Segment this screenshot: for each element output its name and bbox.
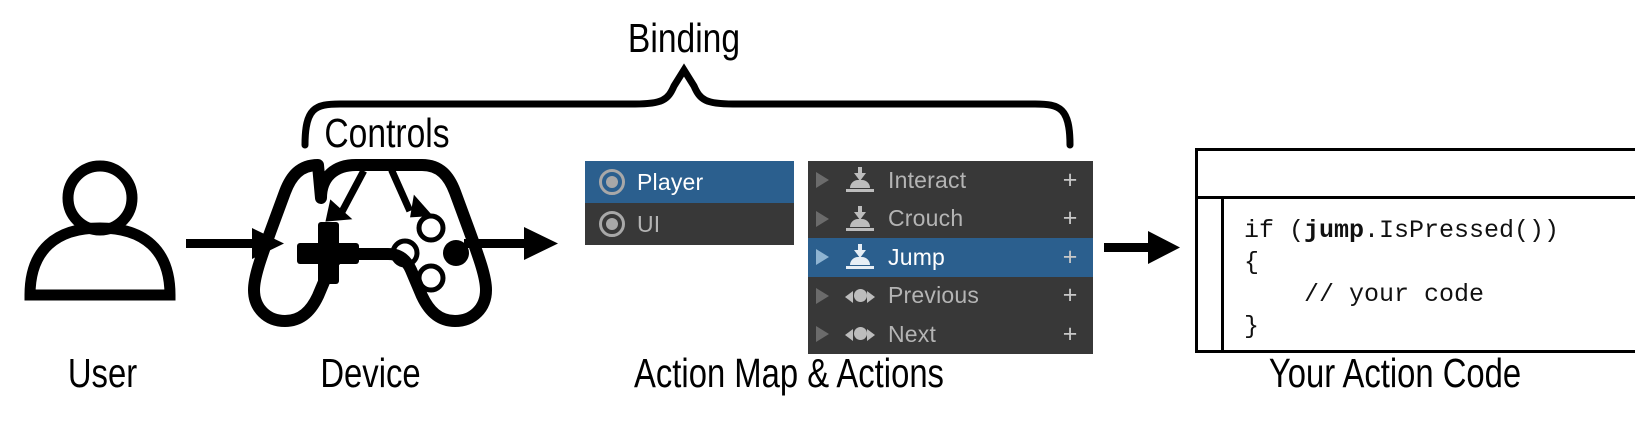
caption-action-map-actions: Action Map & Actions [634, 350, 944, 396]
add-binding-button[interactable]: + [1062, 319, 1078, 348]
action-row-next[interactable]: Next + [808, 315, 1093, 354]
controls-label: Controls [324, 110, 450, 156]
actions-panel: Interact + Crouch + Jump + Previous + Ne… [808, 161, 1093, 354]
code-gutter [1198, 199, 1224, 350]
code-window: if (jump.IsPressed()) { // your code } [1195, 148, 1635, 353]
action-map-label: UI [637, 210, 661, 237]
arrow-device-to-actionmap [464, 227, 558, 260]
controls-leader-arrows [325, 168, 433, 222]
caption-user: User [67, 350, 138, 396]
caption-device: Device [320, 350, 421, 396]
add-binding-button[interactable]: + [1062, 281, 1078, 310]
chevron-right-icon[interactable] [816, 210, 829, 227]
chevron-right-icon[interactable] [816, 326, 829, 343]
gamepad-icon [248, 159, 492, 327]
action-row-crouch[interactable]: Crouch + [808, 200, 1093, 239]
binding-brace [301, 63, 1074, 149]
action-row-interact[interactable]: Interact + [808, 161, 1093, 200]
button-action-icon [845, 244, 875, 270]
action-label: Jump [888, 243, 946, 270]
gamepad-dpad-icon [297, 222, 359, 284]
action-map-icon [599, 169, 625, 195]
add-binding-button[interactable]: + [1062, 242, 1078, 271]
action-map-icon [599, 211, 625, 237]
add-binding-button[interactable]: + [1062, 204, 1078, 233]
action-map-label: Player [637, 168, 704, 195]
chevron-right-icon[interactable] [816, 249, 829, 266]
add-binding-button[interactable]: + [1062, 165, 1078, 194]
code-text[interactable]: if (jump.IsPressed()) { // your code } [1244, 216, 1560, 341]
action-row-previous[interactable]: Previous + [808, 277, 1093, 316]
chevron-right-icon[interactable] [816, 287, 829, 304]
action-label: Next [888, 320, 937, 347]
action-label: Previous [888, 282, 980, 309]
action-map-row-ui[interactable]: UI [585, 203, 794, 245]
binding-label: Binding [627, 15, 741, 61]
action-map-row-player[interactable]: Player [585, 161, 794, 203]
axis-action-icon [845, 321, 875, 347]
button-action-icon [845, 167, 875, 193]
code-window-titlebar [1198, 151, 1635, 199]
button-action-icon [845, 205, 875, 232]
axis-action-icon [845, 283, 875, 309]
caption-your-action-code: Your Action Code [1268, 350, 1522, 396]
action-map-panel: Player UI [585, 161, 794, 245]
chevron-right-icon[interactable] [816, 172, 829, 189]
action-row-jump[interactable]: Jump + [808, 238, 1093, 277]
action-label: Interact [888, 166, 967, 193]
user-icon [24, 160, 176, 301]
arrow-actions-to-code [1104, 231, 1180, 264]
gamepad-selected-button-icon [443, 240, 469, 266]
action-label: Crouch [888, 205, 964, 232]
